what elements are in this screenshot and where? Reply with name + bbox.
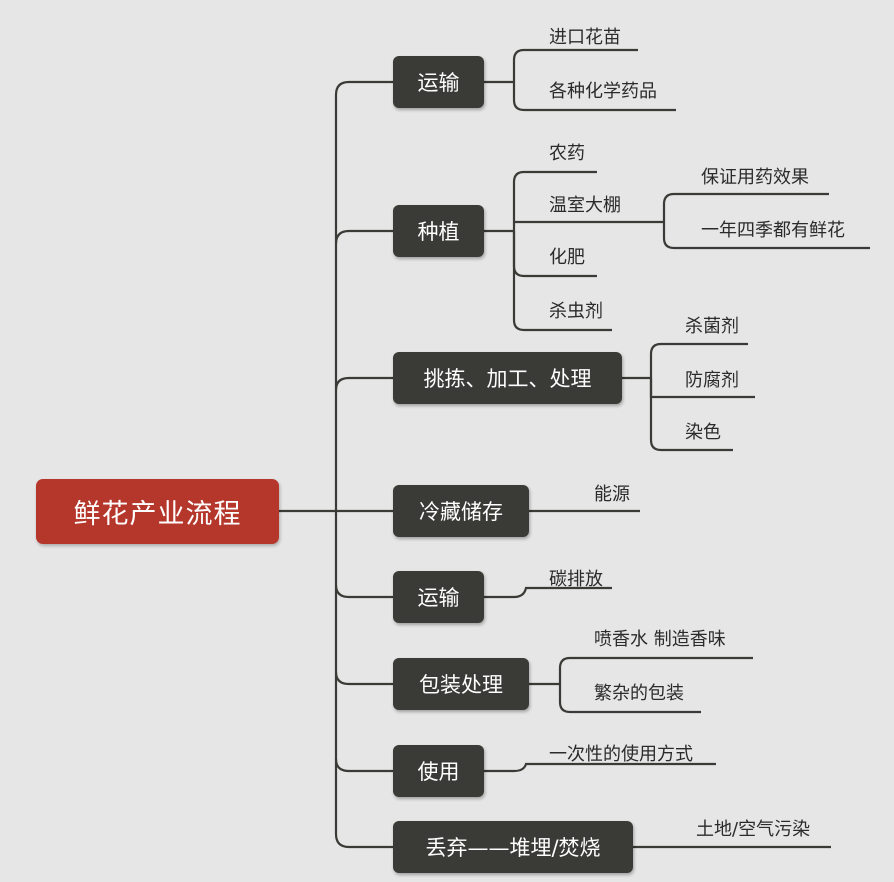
leaf-dyeing: 染色: [685, 422, 721, 443]
leaf-year-round-flowers: 一年四季都有鲜花: [701, 220, 845, 241]
root-node: 鲜花产业流程: [36, 479, 279, 544]
leaf-energy: 能源: [594, 484, 630, 505]
connector-trunk: [334, 80, 393, 849]
leaf-imported-seedlings: 进口花苗: [549, 27, 621, 48]
leaf-insecticide: 杀虫剂: [549, 301, 603, 322]
branch-planting: 种植: [393, 205, 484, 257]
leaf-carbon-emission: 碳排放: [549, 569, 603, 590]
branch-processing: 挑拣、加工、处理: [393, 352, 622, 404]
leaf-drug-effect: 保证用药效果: [701, 167, 809, 188]
leaf-preservative: 防腐剂: [685, 370, 739, 391]
branch-transport-1: 运输: [393, 56, 484, 108]
leaf-perfume: 喷香水 制造香味: [594, 629, 726, 650]
branch-transport-2: 运输: [393, 571, 484, 623]
leaf-complex-packaging: 繁杂的包装: [594, 683, 684, 704]
branch-cold-storage: 冷藏储存: [393, 485, 529, 537]
branch-disposal: 丢弃——堆埋/焚烧: [393, 821, 633, 873]
leaf-fungicide: 杀菌剂: [685, 316, 739, 337]
leaf-chemicals: 各种化学药品: [549, 81, 657, 102]
leaf-fertilizer: 化肥: [549, 247, 585, 268]
leaf-single-use: 一次性的使用方式: [549, 744, 693, 765]
leaf-pollution: 土地/空气污染: [696, 819, 811, 840]
branch-packaging: 包装处理: [393, 658, 529, 710]
branch-usage: 使用: [393, 745, 484, 797]
leaf-pesticide: 农药: [549, 143, 585, 164]
leaf-greenhouse: 温室大棚: [549, 195, 621, 216]
